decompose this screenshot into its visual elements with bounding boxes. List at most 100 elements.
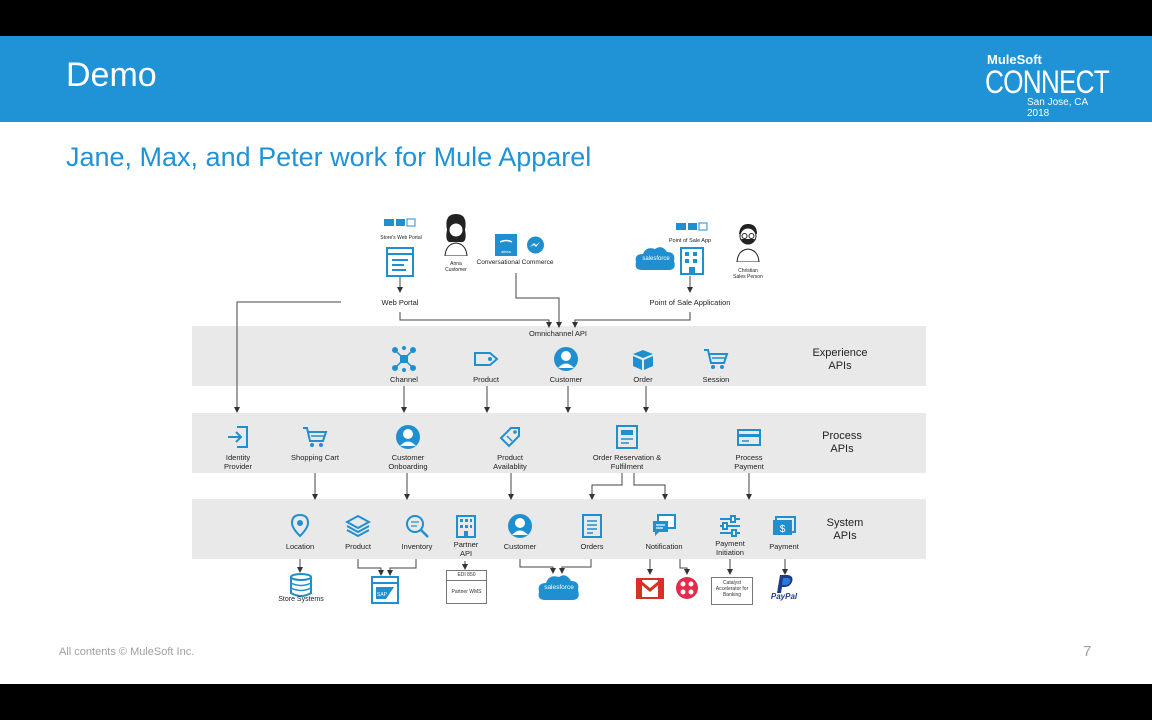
salesforce-cloud-icon <box>538 575 579 600</box>
salesforce-backend-text: salesforce <box>544 584 574 591</box>
mulesoft-connect-logo: MuleSoft CONNECT San Jose, CA 2018 <box>985 50 1110 119</box>
system-location[interactable]: Location <box>260 513 340 551</box>
node-label: Partner <box>453 540 479 549</box>
user-icon <box>554 347 578 371</box>
tag-icon <box>474 352 499 366</box>
system-orders[interactable]: Orders <box>552 513 632 551</box>
title-banner: Demo MuleSoft CONNECT San Jose, CA 2018 <box>0 36 1152 122</box>
connector-lines <box>234 273 788 576</box>
experience-apis-label: Experience APIs <box>780 347 900 373</box>
anna-name: Anna <box>450 261 462 267</box>
search-icon <box>406 515 429 538</box>
point-of-sale-app-label: Point of Sale App <box>668 238 712 244</box>
node-label: Payment <box>715 539 745 548</box>
system-customer[interactable]: Customer <box>480 513 560 551</box>
list-icon <box>582 514 602 538</box>
box-icon <box>633 350 653 370</box>
twilio-icon <box>676 577 698 599</box>
web-portal-label: Web Portal <box>381 298 419 307</box>
logo-location: San Jose, CA 2018 <box>1027 97 1088 119</box>
band-label-line: Process <box>822 430 862 442</box>
credit-card-icon <box>737 429 761 446</box>
catalyst-line: Banking <box>722 592 742 598</box>
gmail-icon <box>636 578 664 599</box>
catalyst-line: Accelerator for <box>715 586 749 592</box>
sales-person-avatar-icon <box>736 224 760 262</box>
devices-icon <box>676 222 708 231</box>
node-label: Customer <box>503 542 537 551</box>
messenger-icon <box>527 236 544 254</box>
slide: Demo MuleSoft CONNECT San Jose, CA 2018 … <box>0 36 1152 684</box>
paypal-icon <box>777 575 793 593</box>
system-partner-api[interactable]: Partner API <box>426 513 506 558</box>
chat-icon <box>653 514 676 536</box>
system-product[interactable]: Product <box>318 513 398 551</box>
system-payment-initiation[interactable]: Payment Initiation <box>690 513 770 557</box>
node-label: API <box>459 549 473 558</box>
process-shopping-cart[interactable]: Shopping Cart <box>275 424 355 462</box>
anna-label: Anna Customer <box>436 261 476 273</box>
node-label: Customer <box>391 453 425 462</box>
building-icon <box>680 247 704 275</box>
cart-icon <box>303 427 328 447</box>
system-payment[interactable]: $ Payment <box>744 513 824 551</box>
process-identity-provider[interactable]: Identity Provider <box>198 424 278 471</box>
node-label: Identity <box>225 453 251 462</box>
node-label: Payment <box>734 462 764 471</box>
process-payment[interactable]: Process Payment <box>709 424 789 471</box>
database-icon <box>290 573 312 597</box>
experience-session[interactable]: Session <box>676 346 756 384</box>
slide-title: Demo <box>66 56 157 94</box>
web-portal-icon <box>386 247 414 277</box>
catalyst-box: Catalyst Accelerator for Banking <box>711 577 753 605</box>
experience-customer[interactable]: Customer <box>526 346 606 384</box>
footer-copyright: All contents © MuleSoft Inc. <box>59 646 195 658</box>
christian-role: Sales Person <box>733 274 763 280</box>
node-label: Location <box>285 542 315 551</box>
node-label: Order <box>633 375 653 384</box>
node-label: Orders <box>580 542 604 551</box>
omnichannel-api-label: Omnichannel API <box>529 329 587 338</box>
christian-name: Christian <box>738 268 758 274</box>
node-label: Session <box>702 375 730 384</box>
building-icon <box>456 515 476 538</box>
sliders-icon <box>720 515 740 537</box>
system-notification[interactable]: Notification <box>624 513 704 551</box>
partner-wms-box: Partner WMS <box>446 580 487 604</box>
node-label: Shopping Cart <box>291 453 339 462</box>
experience-order[interactable]: Order <box>603 346 683 384</box>
experience-product[interactable]: Product <box>446 346 526 384</box>
conversational-commerce-label: Conversational Commerce <box>476 259 554 266</box>
process-order-reservation[interactable]: Order Reservation & Fulfilment <box>581 424 673 471</box>
node-label: Channel <box>390 375 418 384</box>
node-label: Inventory <box>401 542 433 551</box>
page-number: 7 <box>1083 643 1092 660</box>
login-icon <box>228 426 248 448</box>
sap-text: SAP <box>376 592 387 598</box>
catalyst-line: Catalyst <box>722 580 742 586</box>
location-pin-icon <box>290 513 310 538</box>
process-apis-label: Process APIs <box>782 430 902 456</box>
node-label: Product <box>497 453 523 462</box>
document-icon <box>616 425 638 449</box>
system-apis-label: System APIs <box>785 517 905 543</box>
process-product-availability[interactable]: Product Availablity <box>470 424 550 471</box>
node-label: Provider <box>224 462 252 471</box>
slide-subtitle: Jane, Max, and Peter work for Mule Appar… <box>66 142 592 172</box>
system-band <box>192 499 926 559</box>
node-label: Order Reservation & <box>592 453 662 462</box>
tag-icon <box>499 427 520 448</box>
alexa-icon <box>495 234 517 256</box>
band-label-line: Experience <box>812 347 868 359</box>
process-band <box>192 413 926 473</box>
experience-channel[interactable]: Channel <box>364 346 444 384</box>
user-icon <box>508 514 532 538</box>
band-label-line: APIs <box>833 530 857 542</box>
node-label: Onboarding <box>388 462 428 471</box>
network-icon <box>392 346 416 372</box>
process-customer-onboarding[interactable]: Customer Onboarding <box>368 424 448 471</box>
cash-icon: $ <box>773 516 796 535</box>
system-inventory[interactable]: Inventory <box>377 513 457 551</box>
christian-label: Christian Sales Person <box>726 268 770 280</box>
logo-name: CONNECT <box>985 64 1110 100</box>
